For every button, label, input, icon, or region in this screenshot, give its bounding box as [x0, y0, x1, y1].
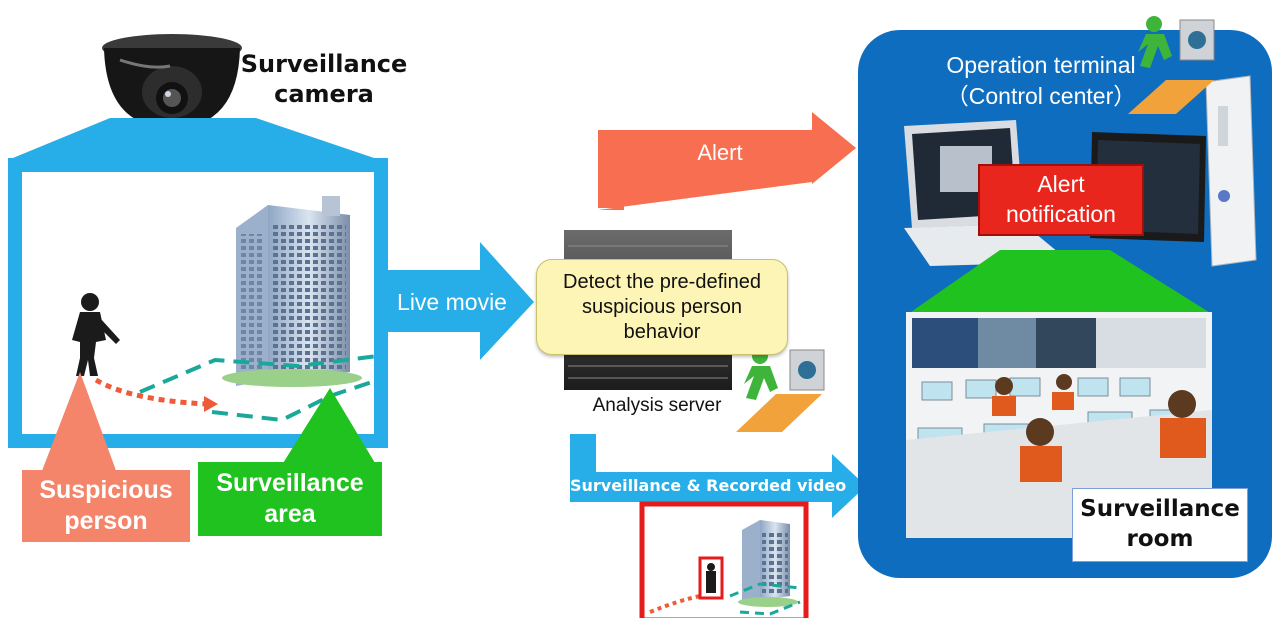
- movement-path: [94, 377, 207, 407]
- live-movie-arrow: [376, 242, 534, 360]
- office-building-icon: [222, 196, 362, 387]
- recorded-clip-frame: [639, 501, 809, 618]
- alert-arrow: [598, 114, 856, 210]
- surveillance-area-boundary-lower: [211, 378, 379, 423]
- suspicious-person-icon: [72, 293, 120, 376]
- analysis-server-label: Analysis server: [592, 395, 722, 416]
- operation-terminal-label: Operation terminal （Control center）: [945, 51, 1137, 109]
- suspicious-person-label: Suspicious person: [22, 470, 190, 542]
- surveillance-camera-icon: [102, 34, 242, 128]
- pc-tower-icon: [1205, 75, 1257, 267]
- operator-figures: [992, 374, 1206, 482]
- area-pointer: [280, 388, 378, 468]
- surveillance-area-boundary: [139, 354, 379, 394]
- alarm-runner-icon-terminal: [1128, 16, 1215, 114]
- recorded-video-arrow: [570, 434, 866, 518]
- detect-behavior-callout: Detect the pre-defined suspicious person…: [536, 259, 788, 355]
- room-connector: [908, 250, 1212, 314]
- suspicious-pointer: [40, 372, 118, 476]
- camera-label: Surveillance camera: [240, 50, 408, 108]
- alarm-runner-icon: [736, 348, 825, 432]
- surveillance-area-label: Surveillance area: [198, 462, 382, 536]
- live-movie-label: Live movie: [397, 288, 507, 315]
- surveillance-room-label: Surveillance room: [1072, 488, 1248, 562]
- alert-label: Alert: [697, 140, 743, 165]
- recorded-video-label: Surveillance & Recorded video: [570, 475, 847, 495]
- alert-notification-box: Alert notification: [978, 164, 1144, 236]
